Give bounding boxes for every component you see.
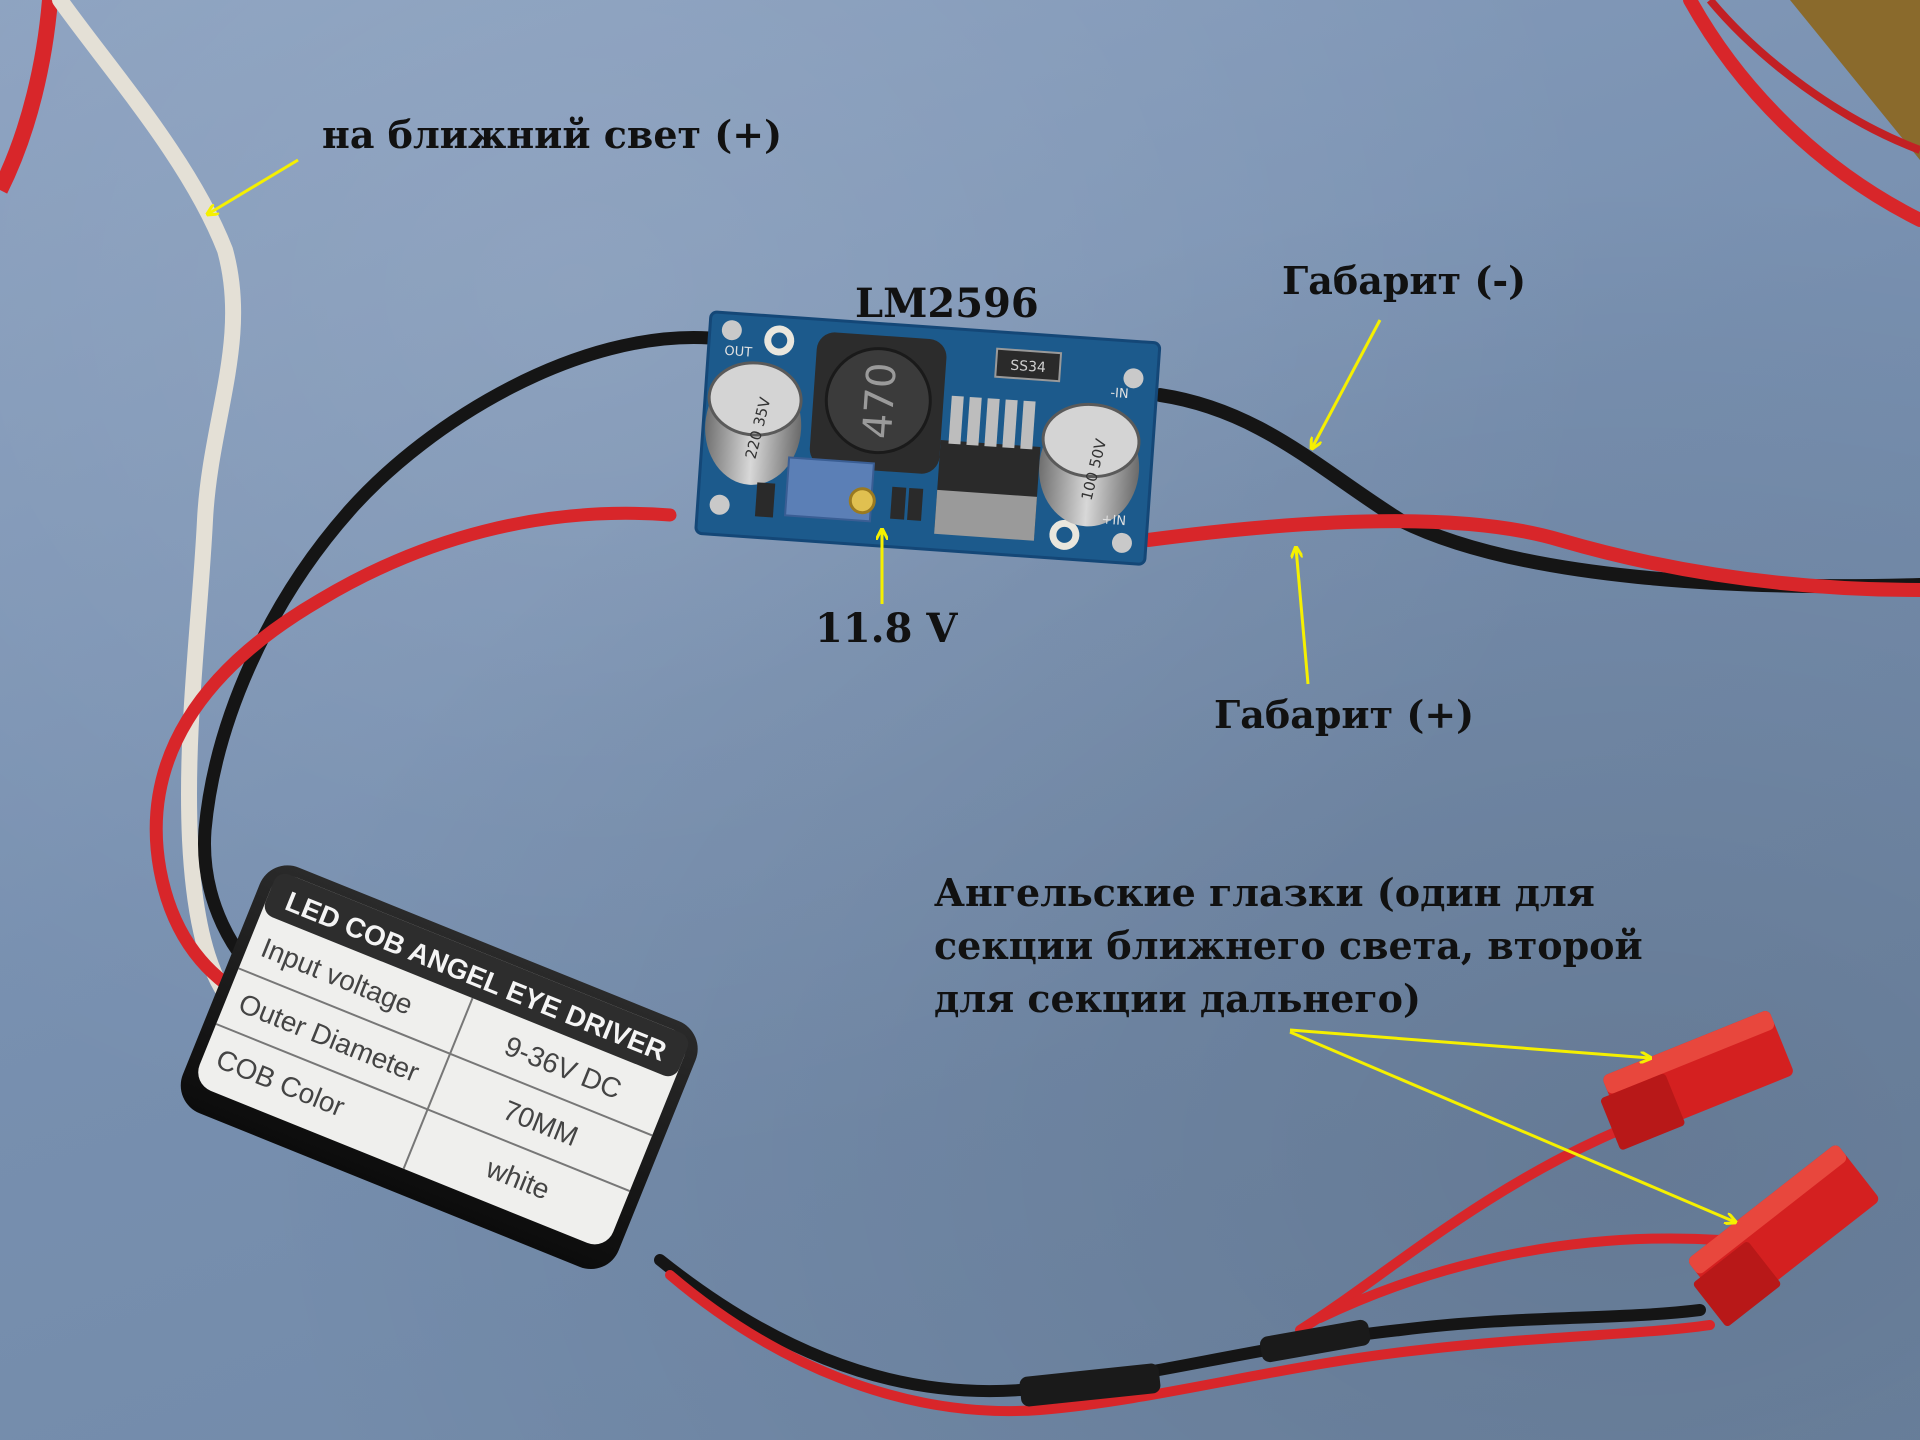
- arrow-low-beam: [208, 158, 299, 214]
- label-module-name: LM2596: [855, 280, 1039, 327]
- annotation-arrows: [208, 158, 1735, 1222]
- label-low-beam: на ближний свет (+): [322, 112, 783, 157]
- connector-upper: [1600, 1011, 1793, 1150]
- pin-in-plus-label: +IN: [1101, 512, 1126, 529]
- diode-marking: SS34: [1010, 358, 1047, 376]
- top-right-wire: [1683, 0, 1920, 227]
- red-wire-out: [149, 506, 677, 1012]
- black-wire-out: [198, 331, 717, 992]
- marker-plus-wire: [1141, 514, 1920, 597]
- label-output-voltage: 11.8 V: [815, 605, 958, 652]
- connector-lower: [1688, 1145, 1879, 1327]
- inductor-marking: 470: [855, 361, 906, 440]
- label-angel-eyes: Ангельские глазки (один для секции ближн…: [934, 870, 1643, 1021]
- arrow-marker-plus: [1296, 548, 1310, 685]
- label-marker-minus: Габарит (-): [1282, 258, 1527, 303]
- white-wire: [52, 0, 248, 1018]
- angel-eye-driver-box: LED COB ANGEL EYE DRIVER Input voltage O…: [180, 865, 698, 1270]
- driver-output-wires: [654, 1125, 1725, 1416]
- arrow-angel-eye-lower: [1289, 1030, 1735, 1222]
- arrow-angel-eye-upper: [1289, 1028, 1650, 1058]
- pin-out-label: OUT: [724, 344, 753, 361]
- lm2596-board: 470 220 35V 100 50V SS34: [694, 310, 1162, 566]
- pin-in-minus-label: -IN: [1110, 386, 1129, 402]
- marker-minus-wire: [1153, 388, 1920, 594]
- label-marker-plus: Габарит (+): [1214, 692, 1475, 737]
- top-left-red-wire: [0, 0, 58, 194]
- arrow-marker-minus: [1312, 319, 1382, 448]
